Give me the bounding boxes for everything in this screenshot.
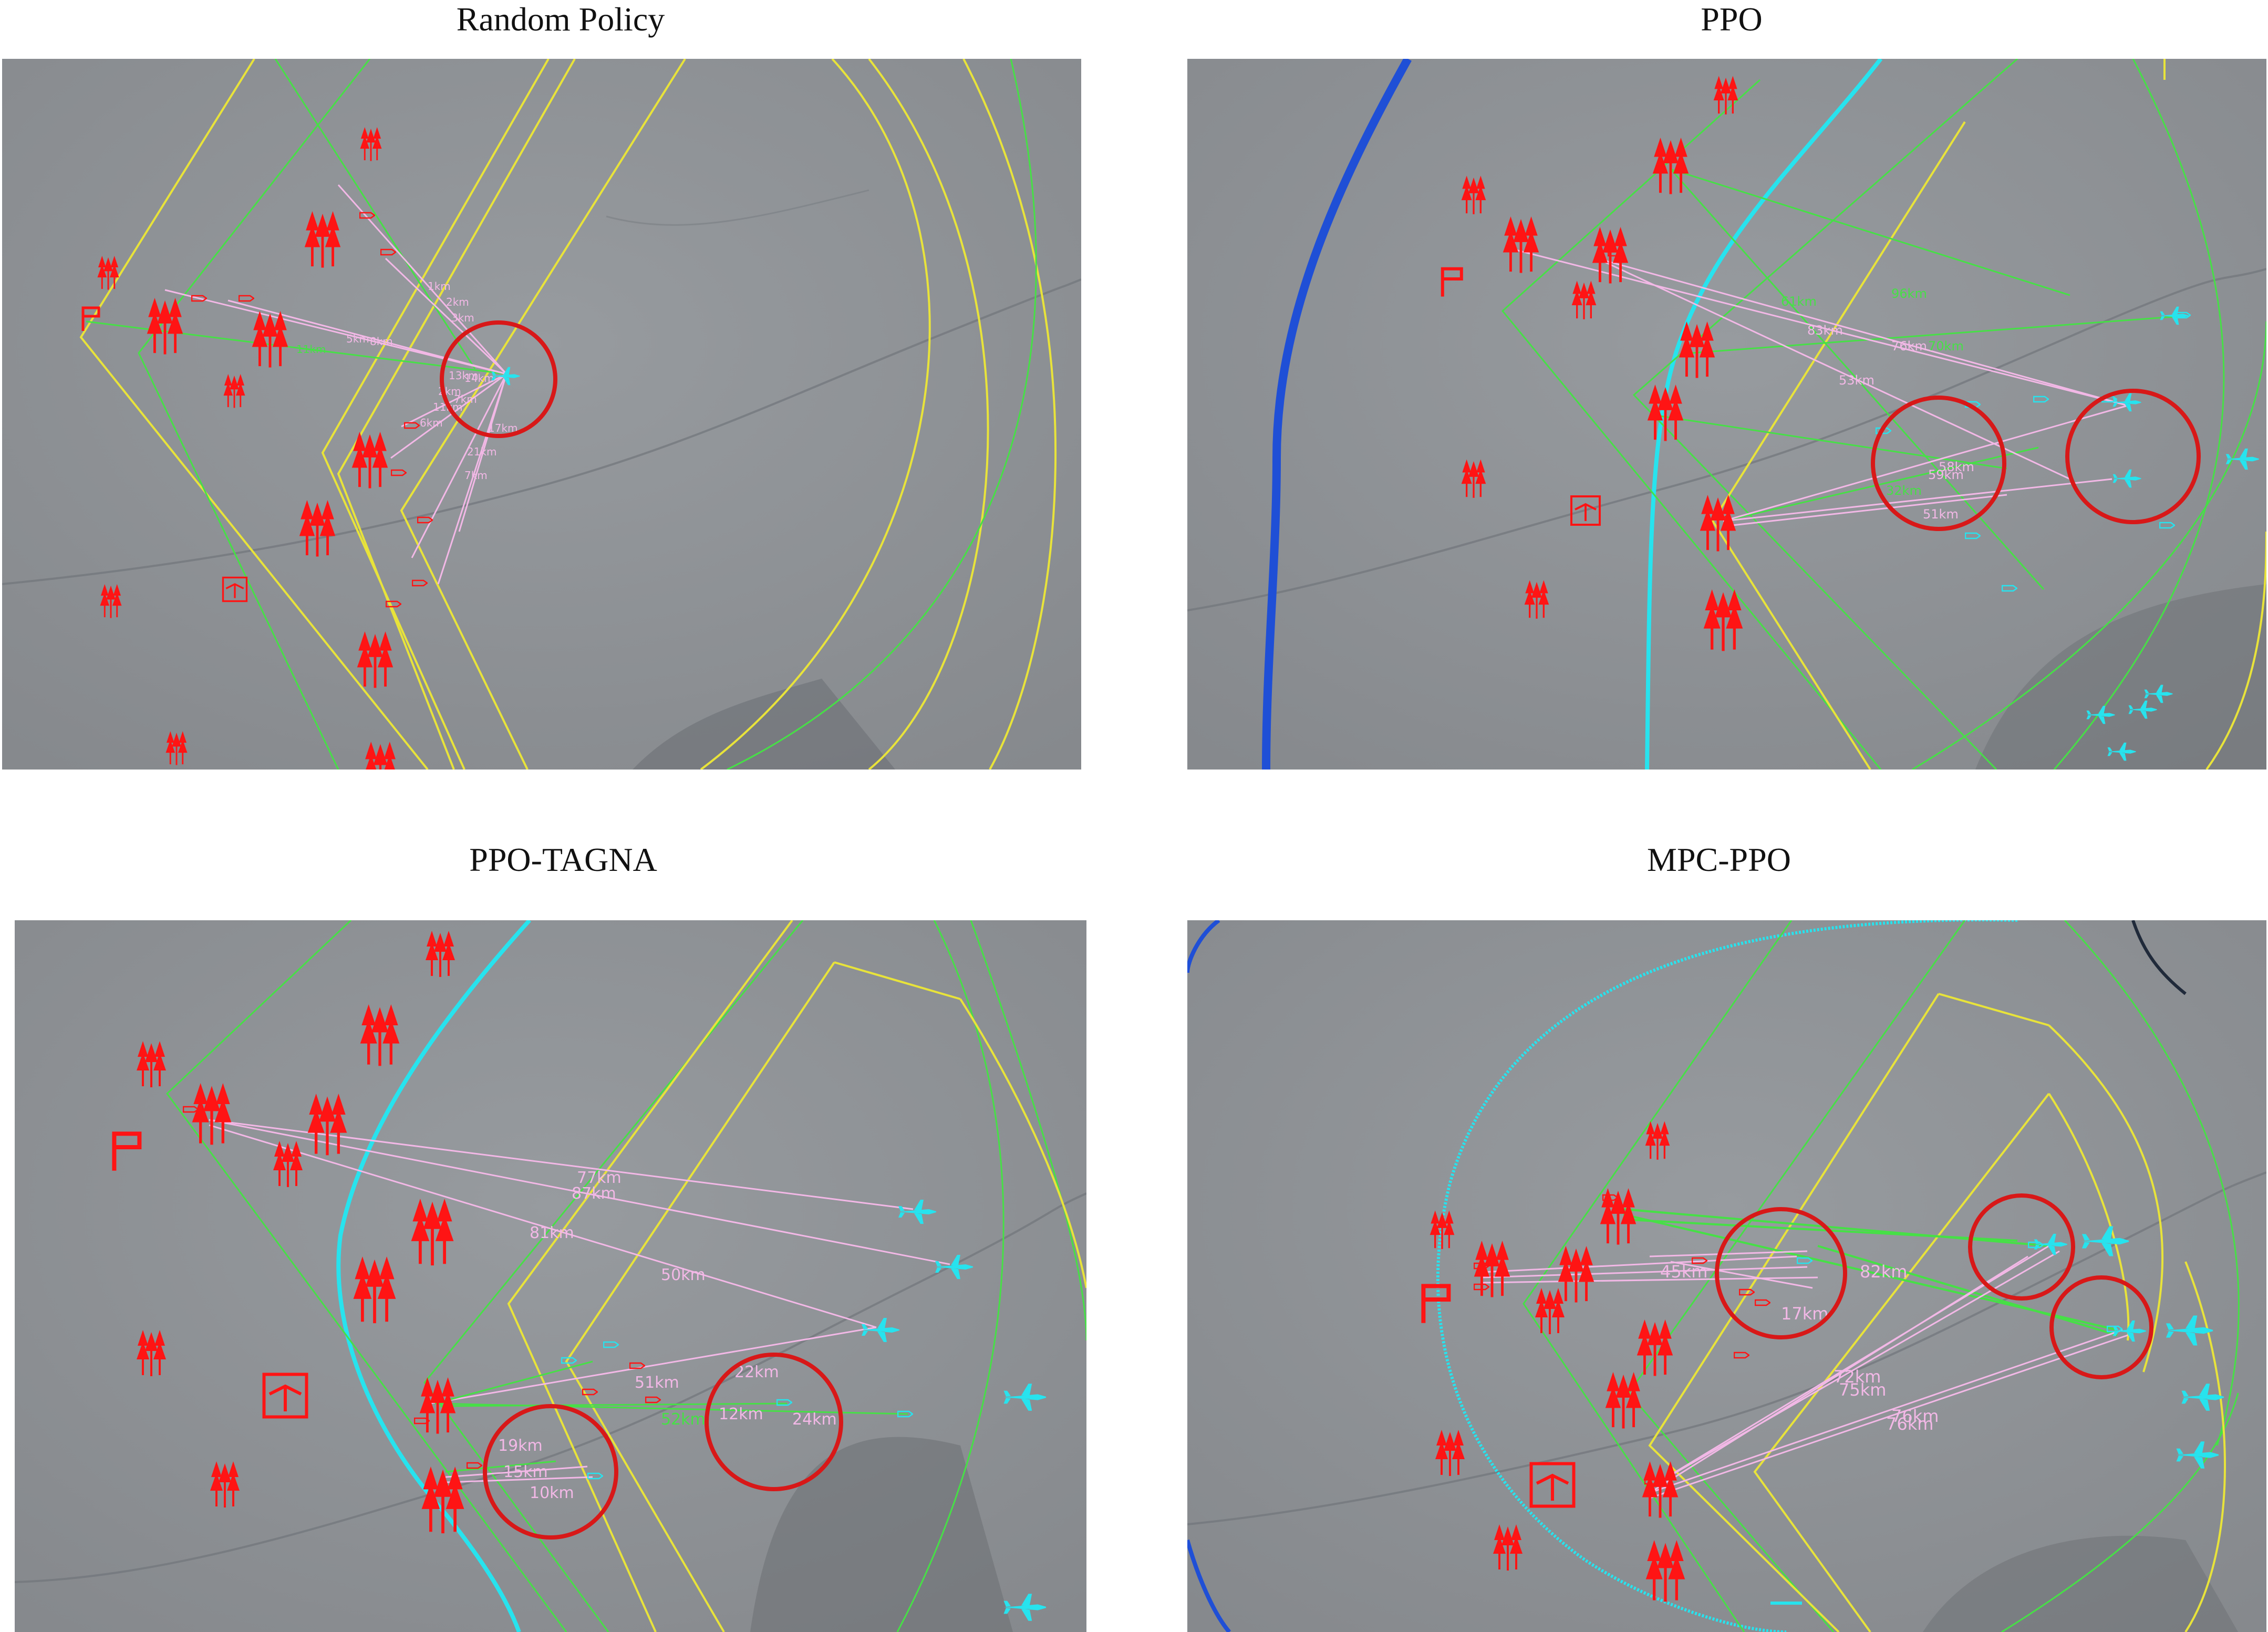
distance-label: 76km xyxy=(1891,339,1927,354)
distance-labels: 77km 87km 81km 50km 51km 22km 12km 24km … xyxy=(498,1169,837,1502)
distance-label: 72km xyxy=(1834,1367,1881,1387)
distance-label: 6km xyxy=(420,417,443,429)
mountain-range xyxy=(750,1437,1013,1632)
distance-label: 22km xyxy=(734,1363,779,1381)
distance-label: 45km xyxy=(1660,1262,1707,1282)
distance-label: 10km xyxy=(530,1484,574,1502)
distance-label: 19km xyxy=(498,1437,543,1455)
distance-label: 76km xyxy=(1891,1406,1939,1426)
ppo-tagna-map: 77km 87km 81km 50km 51km 22km 12km 24km … xyxy=(15,920,1086,1632)
highlight-circle xyxy=(1871,396,2006,531)
panel-title-ppo-tagna: PPO-TAGNA xyxy=(469,841,657,878)
panel-title-mpc-ppo: MPC-PPO xyxy=(1647,841,1791,878)
panel-ppo: 83km 76km 70km 58km 53km 59km 51km 96km … xyxy=(1187,59,2266,770)
distance-labels: 1km 2km 3km 5km 8km 11km 13km 14km 2km 7… xyxy=(296,280,518,482)
mountain-range xyxy=(633,679,895,770)
friendly-tracks xyxy=(434,1360,908,1473)
ppo-map: 83km 76km 70km 58km 53km 59km 51km 96km … xyxy=(1187,59,2266,770)
green-range-lines xyxy=(138,59,1037,770)
yellow-range-lines xyxy=(1711,59,2266,770)
distance-label: 76km xyxy=(1886,1414,1933,1434)
blue-boundary xyxy=(1262,59,1412,770)
pink-tracks xyxy=(1507,247,2128,527)
green-range-lines xyxy=(1523,920,2240,1632)
distance-labels: 45km 17km 82km 72km 75km 76km 76km xyxy=(1660,1262,1939,1434)
distance-label: 15km xyxy=(503,1463,548,1481)
river xyxy=(2,278,1081,585)
highlight-circle xyxy=(705,1353,843,1491)
distance-label: 3km xyxy=(451,311,474,324)
distance-label: 12km xyxy=(719,1405,763,1423)
cyan-boundary xyxy=(336,920,531,1632)
yellow-range-lines xyxy=(79,59,1057,770)
distance-label: 1km xyxy=(428,280,451,293)
distance-label: 21km xyxy=(467,445,497,458)
distance-label: 81km xyxy=(530,1224,574,1242)
highlight-circle xyxy=(1968,1193,2075,1301)
distance-label: 32km xyxy=(1886,483,1922,498)
mountain-range xyxy=(1975,584,2266,770)
distance-label: 77km xyxy=(577,1169,622,1187)
panel-random-policy: 1km 2km 3km 5km 8km 11km 13km 14km 2km 7… xyxy=(2,59,1081,770)
distance-label: 5km xyxy=(346,332,369,345)
distance-label: 51km xyxy=(1923,507,1959,522)
distance-label: 58km xyxy=(1939,460,1974,474)
distance-label: 8km xyxy=(370,335,393,348)
pink-tracks xyxy=(164,184,508,585)
pink-tracks xyxy=(1481,1245,2128,1499)
distance-label: 61km xyxy=(1781,294,1817,309)
terrain-background xyxy=(1187,920,2266,1632)
panel-title-random: Random Policy xyxy=(456,1,665,38)
distance-label: 75km xyxy=(1839,1380,1886,1400)
distance-label: 70km xyxy=(1928,339,1964,354)
distance-label: 82km xyxy=(1860,1262,1907,1282)
panel-mpc-ppo: 45km 17km 82km 72km 75km 76km 76km xyxy=(1187,920,2266,1632)
distance-label: 17km xyxy=(1781,1304,1828,1324)
cyan-boundary xyxy=(1645,59,1883,770)
highlight-circle xyxy=(2049,1275,2153,1379)
distance-label: 2km xyxy=(446,296,469,308)
distance-label: 83km xyxy=(1807,323,1843,338)
mountain-range xyxy=(1923,1535,2238,1632)
distance-labels: 83km 76km 70km 58km 53km 59km 51km 96km … xyxy=(1781,286,1974,522)
distance-label: 7km xyxy=(454,393,477,406)
highlight-circle xyxy=(2065,389,2201,524)
panel-title-ppo: PPO xyxy=(1701,1,1763,38)
distance-label: 96km xyxy=(1891,286,1927,301)
random-policy-map: 1km 2km 3km 5km 8km 11km 13km 14km 2km 7… xyxy=(2,59,1081,770)
panel-ppo-tagna: 77km 87km 81km 50km 51km 22km 12km 24km … xyxy=(15,920,1086,1632)
distance-label: 50km xyxy=(661,1266,706,1284)
cyan-boundary xyxy=(1436,920,2017,1632)
distance-label: 59km xyxy=(1928,467,1964,482)
distance-label: 87km xyxy=(572,1184,616,1203)
distance-label: 11km xyxy=(296,343,326,356)
dark-river xyxy=(2131,920,2187,995)
highlight-circle xyxy=(483,1404,618,1540)
river xyxy=(15,1192,1086,1583)
distance-label: 24km xyxy=(792,1410,837,1429)
blue-boundary xyxy=(1187,920,1220,973)
distance-label: 13km xyxy=(449,369,479,382)
distance-label: 51km xyxy=(635,1374,679,1392)
distance-label: 53km xyxy=(1839,373,1875,388)
highlight-circle xyxy=(440,320,557,438)
highlight-circle xyxy=(1715,1207,1847,1339)
distance-label: 7km xyxy=(464,469,488,482)
distance-label: 14km xyxy=(464,372,494,384)
mpc-ppo-map: 45km 17km 82km 72km 75km 76km 76km xyxy=(1187,920,2266,1632)
friendly-tracks xyxy=(1623,1208,2118,1336)
distance-label: 52km xyxy=(661,1410,706,1429)
pink-tracks xyxy=(209,1119,950,1483)
yellow-range-lines xyxy=(507,920,1086,1632)
